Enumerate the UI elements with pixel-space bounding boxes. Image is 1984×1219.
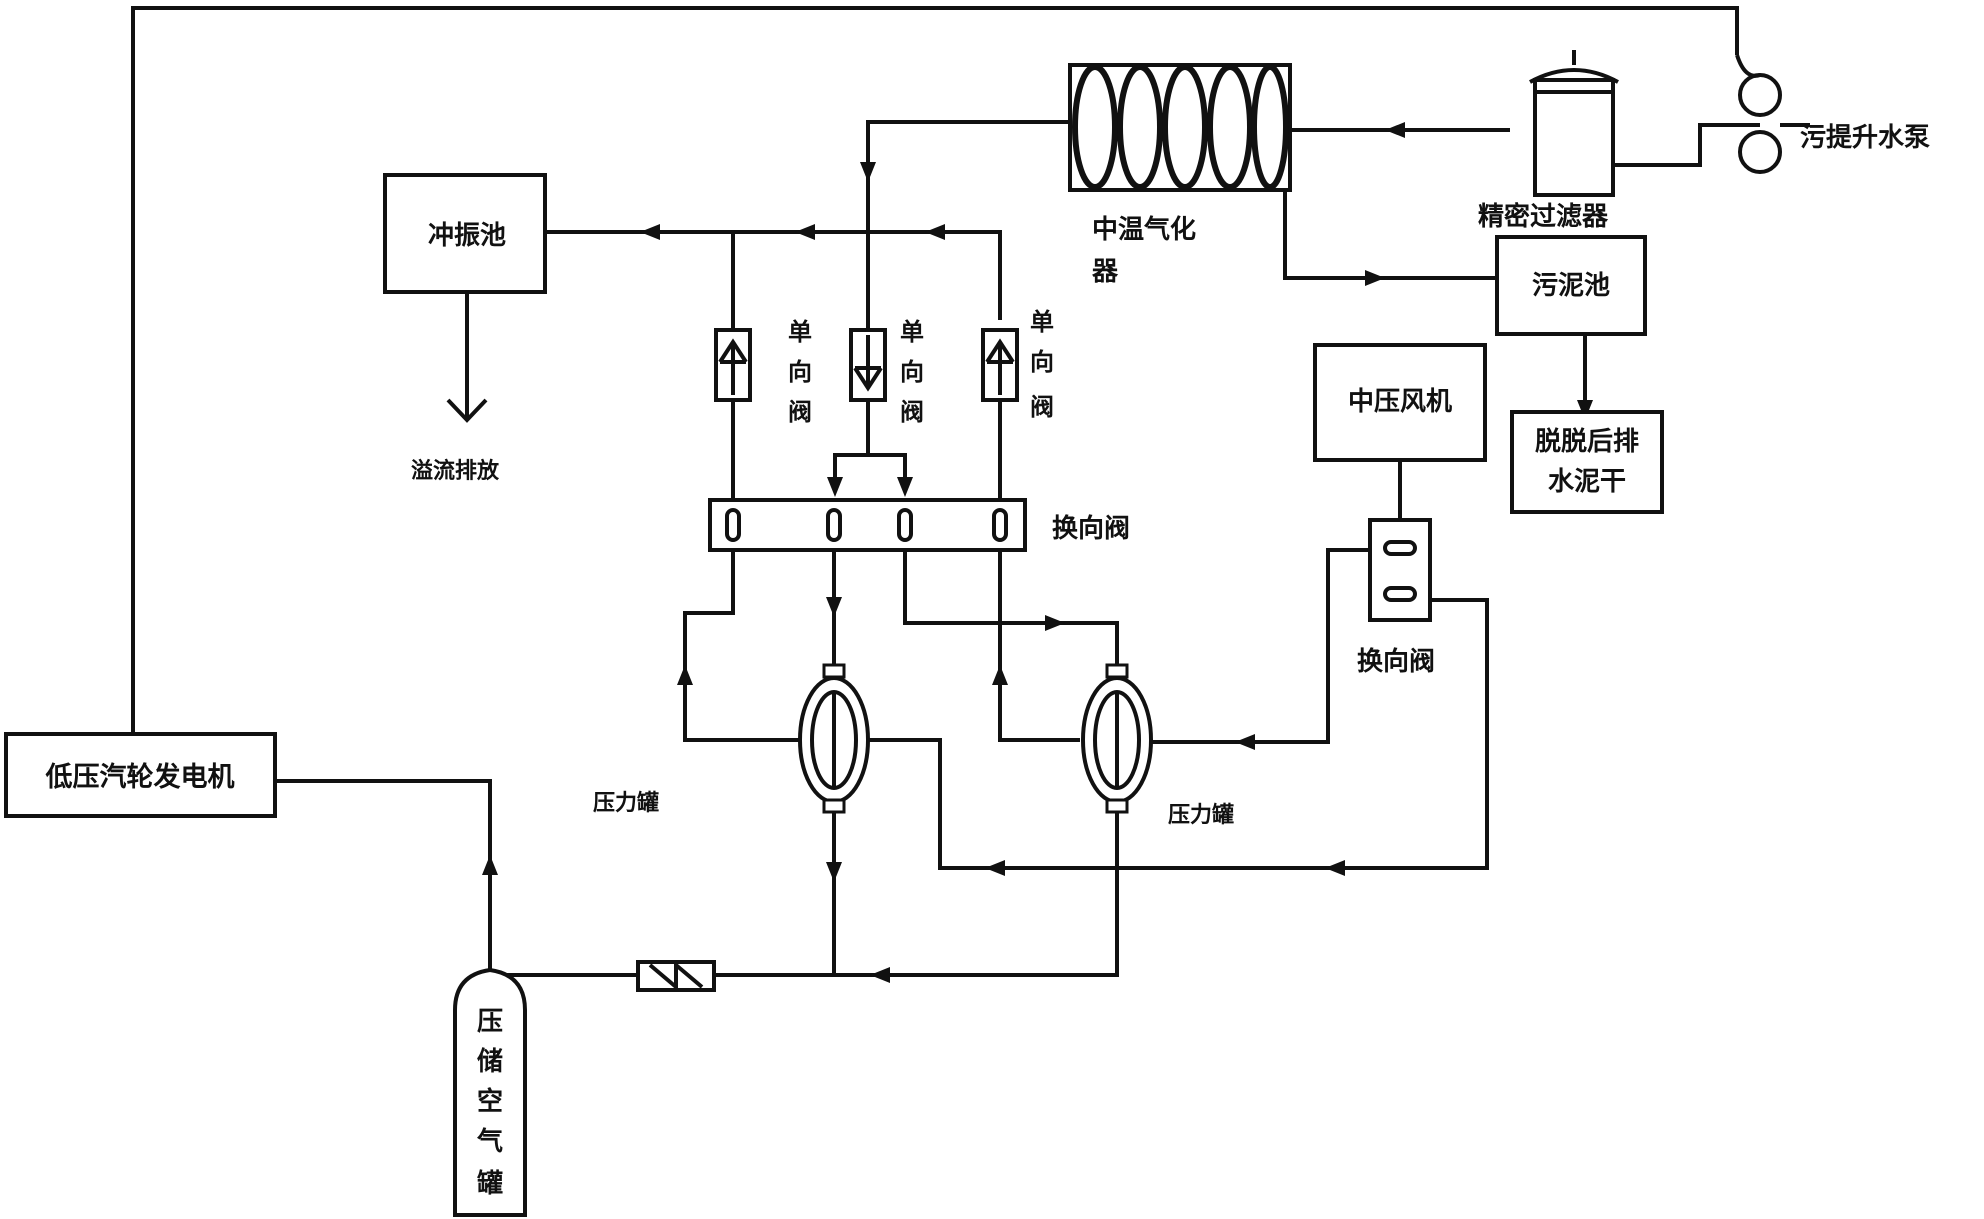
storage-char-1: 压: [477, 1007, 503, 1037]
storage-char-2: 储: [477, 1046, 503, 1077]
fan-block: 中压风机: [1313, 343, 1487, 462]
pressure-tank-right-label: 压力罐: [1168, 802, 1234, 828]
pipe-rrv-to-right-tank: [1152, 548, 1370, 744]
cv1-label-2: 向: [788, 358, 812, 386]
dehydrate-label-2: 水泥干: [1548, 467, 1626, 497]
generator-block: 低压汽轮发电机: [4, 732, 277, 818]
pipe-lower-loop: [868, 598, 1489, 870]
vaporizer-label-1: 中温气化: [1092, 214, 1196, 245]
pipe-generator-to-storage: [275, 779, 492, 985]
generator-label: 低压汽轮发电机: [45, 761, 235, 793]
reversing-valve-main: [708, 498, 1027, 552]
storage-char-5: 罐: [477, 1168, 503, 1199]
pipe-cv2-split-left: [833, 400, 870, 485]
pipe-pump-to-filter: [1613, 123, 1760, 167]
cv3-label-2: 向: [1030, 348, 1054, 376]
buffer-tank-label: 冲振池: [428, 221, 506, 251]
sewage-pool-block: 污泥池: [1495, 235, 1647, 336]
fan-label: 中压风机: [1348, 387, 1452, 417]
dehydration-block: 脱脱后排 水泥干: [1510, 410, 1664, 514]
pump-label: 污提升水泵: [1800, 123, 1930, 153]
discharge-label: 溢流排放: [411, 458, 500, 484]
cv3-label-3: 阀: [1030, 393, 1054, 421]
cv2-label-2: 向: [900, 358, 924, 386]
pipe-rv-right-tank-return: [998, 548, 1080, 742]
sewage-pool-label: 污泥池: [1532, 271, 1610, 301]
cv2-label-1: 单: [900, 318, 924, 346]
cv1-label-3: 阀: [788, 398, 812, 426]
inline-valve: [636, 960, 716, 992]
filter-label: 精密过滤器: [1478, 201, 1609, 232]
pressure-tank-right: [1081, 663, 1153, 814]
reversing-valve-main-label: 换向阀: [1052, 513, 1130, 544]
check-valve-3: [981, 328, 1019, 402]
check-valve-labels: 单 向 阀 单 向 阀 单 向 阀: [788, 308, 1054, 426]
lift-pump: [1735, 54, 1810, 174]
pipe-cv2-split-right: [868, 453, 907, 485]
pressure-tank-left: [798, 663, 870, 814]
discharge-arrowhead: [446, 398, 488, 423]
cv3-label-1: 单: [1030, 308, 1054, 336]
pipe-rv-left-tank-return: [683, 548, 800, 742]
reversing-valve-right: [1368, 518, 1432, 622]
check-valve-1: [714, 328, 752, 402]
pipe-lines: [131, 6, 1760, 985]
storage-char-4: 气: [476, 1126, 503, 1157]
pipe-rv-to-right-tank: [903, 548, 1119, 668]
pipe-top-header: [545, 230, 1002, 320]
air-storage-tank: 压 储 空 气 罐: [453, 967, 527, 1217]
cv2-label-3: 阀: [900, 398, 924, 426]
pipe-storage-header: [490, 800, 1119, 977]
buffer-tank-block: 冲振池: [383, 173, 547, 294]
reversing-valve-right-label: 换向阀: [1357, 646, 1435, 677]
cv1-label-1: 单: [788, 318, 812, 346]
pipe-vaporizer-to-pool: [1283, 190, 1500, 280]
pipe-generator-to-pump: [131, 6, 1739, 734]
pressure-tank-left-label: 压力罐: [593, 790, 659, 816]
precision-filter: [1529, 50, 1619, 197]
vaporizer-coil: [1068, 63, 1292, 192]
vaporizer-label-2: 器: [1091, 257, 1119, 287]
check-valve-2: [849, 328, 887, 402]
storage-char-3: 空: [477, 1086, 503, 1117]
dehydrate-label-1: 脱脱后排: [1535, 427, 1639, 457]
